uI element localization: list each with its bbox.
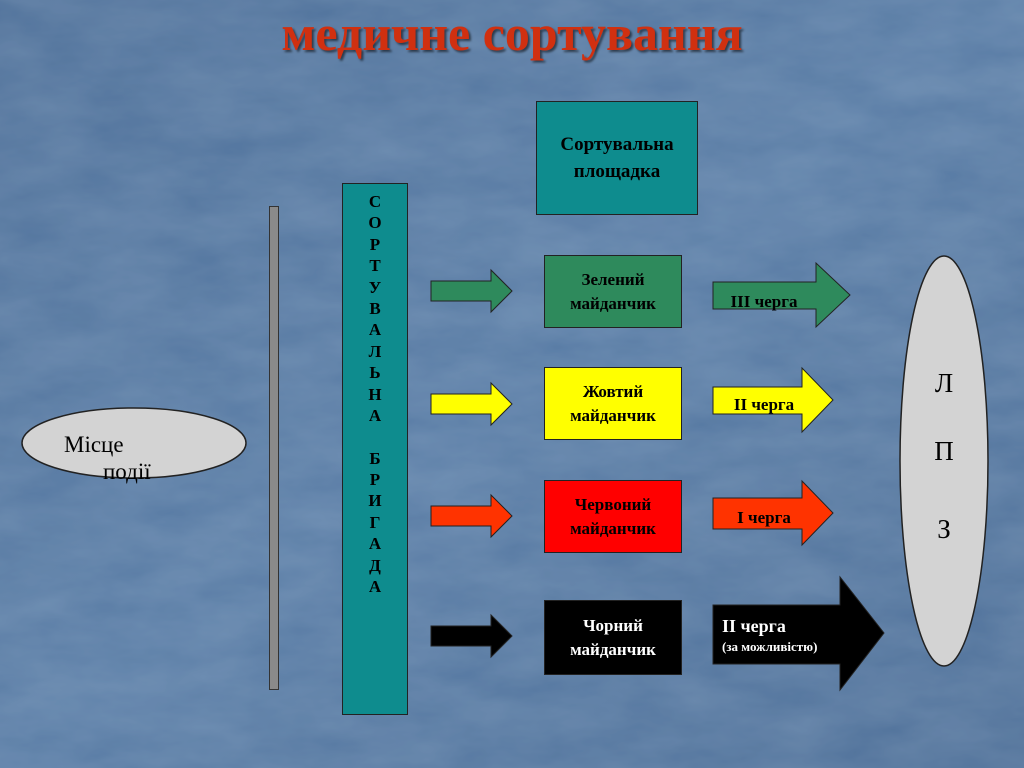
green-zone-box: Зелений майданчик <box>544 255 682 328</box>
brigade-letter: А <box>368 320 382 340</box>
brigade-letter: Б <box>369 448 381 468</box>
black-zone-line1: Чорний <box>583 615 643 635</box>
queue-2-optional-note: (за можливістю) <box>722 639 818 654</box>
brigade-letter: И <box>368 491 382 511</box>
scene-label-line2: події <box>103 459 151 484</box>
brigade-letter: А <box>368 405 382 425</box>
hospital-letter: З <box>937 514 951 544</box>
hospital-ellipse <box>899 255 989 667</box>
scene-ellipse <box>21 407 247 479</box>
arrow-to-red <box>430 493 513 539</box>
brigade-letter: С <box>368 192 382 211</box>
arrow-to-black <box>430 613 513 659</box>
black-zone-line2: майданчик <box>570 639 656 659</box>
yellow-zone-box: Жовтий майданчик <box>544 367 682 440</box>
page-title: медичне сортування <box>281 5 743 61</box>
brigade-letter: Р <box>369 234 381 254</box>
queue-1-label: І черга <box>737 508 791 527</box>
yellow-zone-line1: Жовтий <box>582 381 644 401</box>
scene-label-line1: Місце <box>64 432 124 457</box>
brigade-letter: Н <box>368 384 382 404</box>
brigade-letter: Р <box>369 470 381 490</box>
hospital-label: Л П З <box>900 256 988 666</box>
arrow-to-yellow <box>430 381 513 427</box>
hospital-letter: Л <box>934 368 954 398</box>
green-zone-line1: Зелений <box>581 269 645 289</box>
green-zone-line2: майданчик <box>570 293 656 313</box>
sorting-area-line1: Сортувальна <box>560 134 674 155</box>
red-zone-line1: Червоний <box>574 494 652 514</box>
queue-arrow-1 <box>712 479 834 547</box>
brigade-letter: А <box>368 534 382 554</box>
queue-arrow-2b <box>712 575 885 692</box>
brigade-letter: Л <box>368 341 382 361</box>
arrow-to-green <box>430 268 513 314</box>
yellow-zone-line2: майданчик <box>570 405 656 425</box>
queue-2-optional-title: ІІ черга <box>722 616 786 636</box>
vertical-divider-bar <box>269 206 279 690</box>
brigade-letter: У <box>368 277 382 297</box>
red-zone-box: Червоний майданчик <box>544 480 682 553</box>
queue-arrow-3 <box>712 261 851 329</box>
queue-arrow-2 <box>712 366 834 434</box>
brigade-letter: Д <box>369 555 381 575</box>
queue-2-label: ІІ черга <box>733 395 795 414</box>
queue-2-optional-label: ІІ черга (за можливістю) <box>722 614 862 656</box>
sorting-area-line2: площадка <box>573 161 661 182</box>
hospital-letter: П <box>934 436 954 466</box>
black-zone-box: Чорний майданчик <box>544 600 682 675</box>
brigade-letter: Т <box>369 256 381 276</box>
brigade-letter: Г <box>369 512 381 532</box>
queue-3-label: ІІІ черга <box>730 292 798 311</box>
sorting-brigade-box: С О Р Т У В А Л Ь Н А Б Р И Г А Д А <box>342 183 408 715</box>
sorting-area-box: Сортувальна площадка <box>536 101 698 215</box>
scene-label: Місце події <box>22 408 246 484</box>
brigade-letter: О <box>368 213 382 233</box>
red-zone-line2: майданчик <box>570 518 656 538</box>
brigade-letter: А <box>368 577 382 597</box>
brigade-letter: Ь <box>369 363 381 383</box>
brigade-letter: В <box>369 298 381 318</box>
